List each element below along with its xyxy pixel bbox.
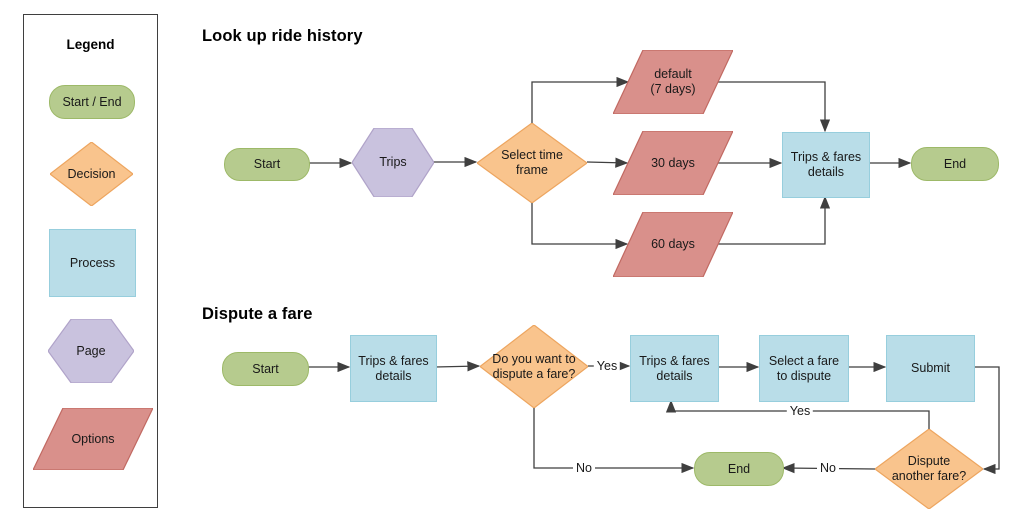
f2-node-trips-fares-details2-process: Trips & fares details <box>630 335 719 402</box>
f1-node-60-days-option: 60 days <box>613 212 733 277</box>
f1-node-default-7-days-option: default (7 days) <box>613 50 733 114</box>
node-label: Start <box>253 157 281 172</box>
f1-node-trips-page: Trips <box>352 128 434 197</box>
node-label: 30 days <box>651 155 695 170</box>
edge-f1-decision-30days <box>586 157 629 168</box>
node-label: Submit <box>911 361 950 376</box>
f2-node-start: Start <box>222 352 309 386</box>
f2-node-end: End <box>694 452 784 486</box>
f1-node-30-days-option: 30 days <box>613 131 733 195</box>
node-label: Trips & fares details <box>358 353 429 383</box>
edge-label-no-another-fare: No <box>817 461 839 475</box>
legend-process-label: Process <box>69 255 116 270</box>
edge-f2-decision1-end-no <box>533 407 695 474</box>
diamond-icon <box>875 429 983 509</box>
f2-node-trips-fares-details-process: Trips & fares details <box>350 335 437 402</box>
node-label: End <box>727 461 751 476</box>
legend-page-shape: Page <box>48 319 134 383</box>
f1-node-select-time-frame-decision: Select time frame <box>477 123 587 203</box>
legend-title: Legend <box>66 37 115 52</box>
f2-node-submit-process: Submit <box>886 335 975 402</box>
legend-panel: Legend Start / End Decision Process Page… <box>23 14 158 508</box>
f1-node-start: Start <box>224 148 310 181</box>
f2-node-select-fare-process: Select a fare to dispute <box>759 335 849 402</box>
node-label: End <box>943 156 967 171</box>
edge-f1-default-details <box>718 81 831 133</box>
legend-process-shape: Process <box>49 229 136 297</box>
f2-node-dispute-another-fare-decision: Dispute another fare? <box>875 429 983 509</box>
node-label: 60 days <box>651 237 695 252</box>
legend-start-end-label: Start / End <box>62 94 122 109</box>
edge-f1-60days-details <box>718 195 831 245</box>
node-label: default (7 days) <box>650 67 696 96</box>
node-label: Start <box>252 361 279 376</box>
edge-label-yes-loop: Yes <box>786 404 814 418</box>
edge-f1-decision-default <box>531 76 630 123</box>
edge-f2-submit-decision2 <box>973 366 1000 475</box>
edge-f2-details1-decision1 <box>434 361 481 372</box>
parallelogram-icon <box>33 408 153 470</box>
legend-start-end-shape: Start / End <box>49 85 135 119</box>
node-label: Dispute another fare? <box>891 454 967 483</box>
diamond-icon <box>477 123 587 203</box>
node-label: Trips <box>379 155 407 170</box>
node-label: Trips & fares details <box>639 353 710 383</box>
diamond-icon <box>50 142 133 206</box>
f2-node-dispute-fare-decision: Do you want to dispute a fare? <box>480 325 588 408</box>
parallelogram-icon <box>613 131 733 195</box>
flow1-title: Look up ride history <box>202 27 363 45</box>
parallelogram-icon <box>613 212 733 277</box>
node-label: Trips & fares details <box>790 150 862 179</box>
parallelogram-icon <box>613 50 733 114</box>
edge-label-yes-dispute: Yes <box>593 359 621 373</box>
flow2-title: Dispute a fare <box>202 305 313 323</box>
legend-options-shape: Options <box>33 408 153 470</box>
node-label: Select time frame <box>501 148 563 177</box>
hexagon-icon <box>48 319 134 383</box>
edge-label-no-first-decision: No <box>573 461 595 475</box>
legend-page-label: Page <box>76 343 106 358</box>
f1-node-end: End <box>911 147 999 181</box>
hexagon-icon <box>352 128 434 197</box>
legend-decision-label: Decision <box>67 166 116 181</box>
f1-node-trips-fares-details-process: Trips & fares details <box>782 132 870 198</box>
edge-f1-decision-60days <box>531 203 629 250</box>
node-label: Select a fare to dispute <box>768 353 840 383</box>
legend-options-label: Options <box>71 431 115 446</box>
legend-decision-shape: Decision <box>50 142 133 206</box>
node-label: Do you want to dispute a fare? <box>492 351 576 381</box>
diamond-icon <box>480 325 588 408</box>
